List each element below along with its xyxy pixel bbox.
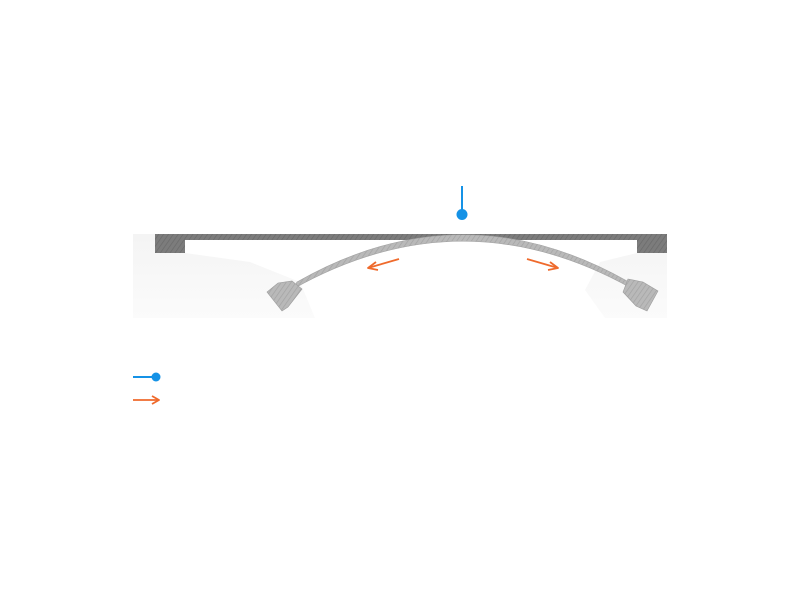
thrust-arrow-left-icon — [367, 258, 400, 271]
legend-thrust-arrow-icon — [133, 395, 160, 405]
shadow-left — [133, 234, 315, 318]
legend-load-marker-icon — [133, 372, 161, 382]
frame-beam — [155, 234, 667, 240]
arch-band — [292, 234, 632, 290]
load-marker-icon — [456, 186, 468, 220]
thrust-arrow-right-icon — [526, 258, 559, 271]
right-support — [637, 234, 667, 253]
left-foot — [266, 280, 303, 312]
right-foot — [622, 278, 659, 312]
left-support — [155, 234, 185, 253]
legend — [133, 372, 161, 405]
